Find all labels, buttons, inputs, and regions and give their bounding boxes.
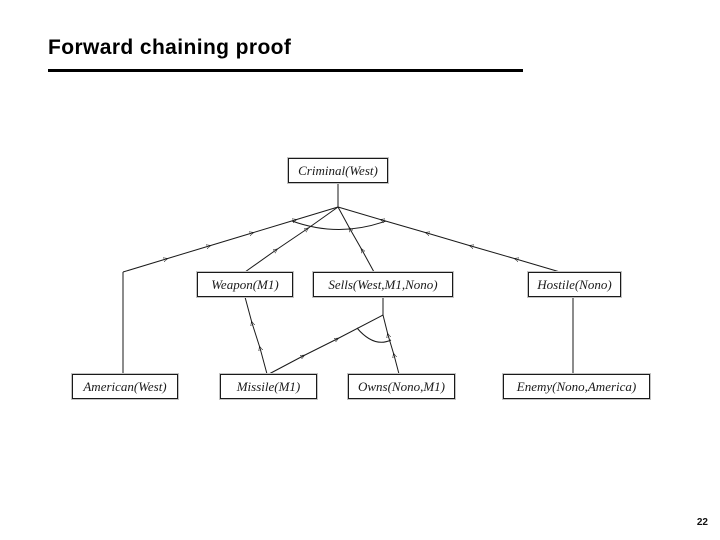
edge-missile-sells <box>268 314 384 375</box>
page-number: 22 <box>696 517 708 528</box>
and-arc-sells <box>356 327 392 343</box>
node-hostile-nono: Hostile(Nono) <box>528 272 621 297</box>
edge-missile-weapon <box>244 296 268 375</box>
node-sells-west-m1-nono: Sells(West,M1,Nono) <box>313 272 453 297</box>
node-american-west: American(West) <box>72 374 178 399</box>
node-enemy-nono-america: Enemy(Nono,America) <box>503 374 650 399</box>
page-title: Forward chaining proof <box>48 36 292 59</box>
edge-sells-criminal <box>337 206 375 273</box>
edge-owns-sells <box>382 314 400 375</box>
node-weapon-m1: Weapon(M1) <box>197 272 293 297</box>
node-criminal-west: Criminal(West) <box>288 158 388 183</box>
node-missile-m1: Missile(M1) <box>220 374 317 399</box>
title-underline <box>48 69 523 72</box>
edge-hostile-criminal <box>337 206 561 273</box>
node-owns-nono-m1: Owns(Nono,M1) <box>348 374 455 399</box>
edge-weapon-criminal <box>244 206 339 273</box>
edge-american-criminal <box>122 206 339 273</box>
and-arc-criminal <box>291 220 387 230</box>
